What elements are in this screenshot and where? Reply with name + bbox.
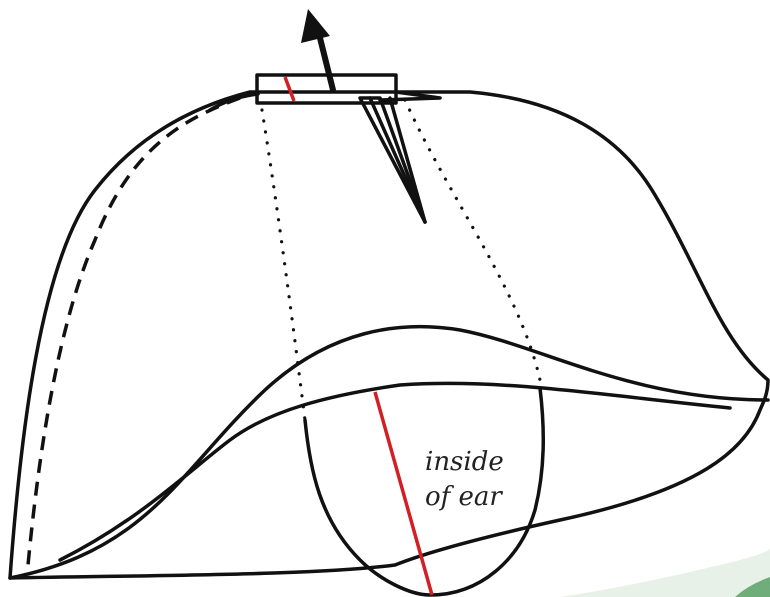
ear-lower-fold (58, 381, 732, 562)
pulled-flap (358, 96, 427, 224)
inside-of-ear-label-line2: of ear (425, 482, 503, 512)
inside-of-ear-lobe (303, 386, 546, 597)
ear-outer-outline (8, 90, 770, 580)
ear-incision-line (373, 391, 434, 596)
dashed-fold-line (26, 96, 241, 566)
ear-fold-curve (8, 324, 770, 580)
corner-leaf-decoration (560, 548, 770, 597)
arrow-up-icon (301, 9, 336, 93)
dotted-guide-right (403, 98, 542, 382)
dotted-guide-left (260, 108, 307, 422)
corner-leaf-shape (735, 577, 770, 597)
tab-incision-line (283, 76, 296, 102)
inside-of-ear-label-line1: inside (425, 447, 504, 477)
